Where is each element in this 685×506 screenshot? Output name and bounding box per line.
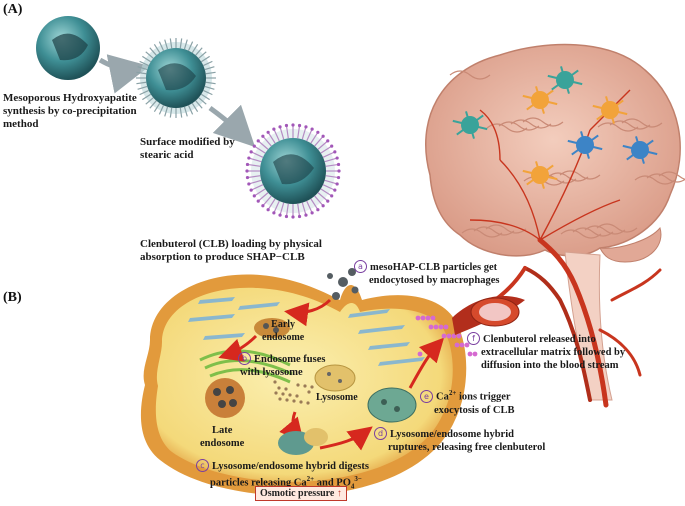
osmotic-pressure-badge: Osmotic pressure ↑ [255, 486, 347, 501]
arrow-d [319, 426, 373, 451]
lysosome [314, 364, 356, 392]
shap-clb-sphere [245, 123, 341, 219]
mesoporous-hap-sphere [36, 16, 100, 80]
marker-d: d [374, 427, 387, 440]
step-arrow-1 [98, 54, 150, 94]
arrow-a [284, 298, 332, 327]
arrow-e [408, 337, 445, 389]
hybrid-vesicle [278, 428, 328, 455]
lysosome-label: Lysosome [316, 392, 358, 403]
panel-label-a: (A) [3, 2, 23, 17]
stearic-modified-sphere [136, 38, 216, 118]
ruptured-hybrid [367, 387, 417, 423]
released-ions [273, 380, 314, 405]
step-arrow-2 [208, 104, 256, 148]
marker-b: b [238, 352, 251, 365]
incoming-particles [327, 268, 359, 300]
clb-release [415, 315, 478, 357]
panel-label-b: (B) [3, 290, 22, 305]
brain-gyri [449, 70, 685, 239]
marker-e: e [420, 389, 433, 403]
brain-illustration [425, 43, 685, 263]
arrow-b [218, 334, 258, 362]
marker-a: a [354, 260, 367, 273]
neurons [452, 66, 658, 189]
blood-vessel-cross-section [452, 296, 525, 335]
early-endosome [254, 318, 290, 338]
marker-f: f [467, 332, 480, 345]
endoplasmic-reticulum [188, 297, 425, 366]
late-endosome [205, 378, 245, 418]
marker-c: c [196, 459, 209, 472]
